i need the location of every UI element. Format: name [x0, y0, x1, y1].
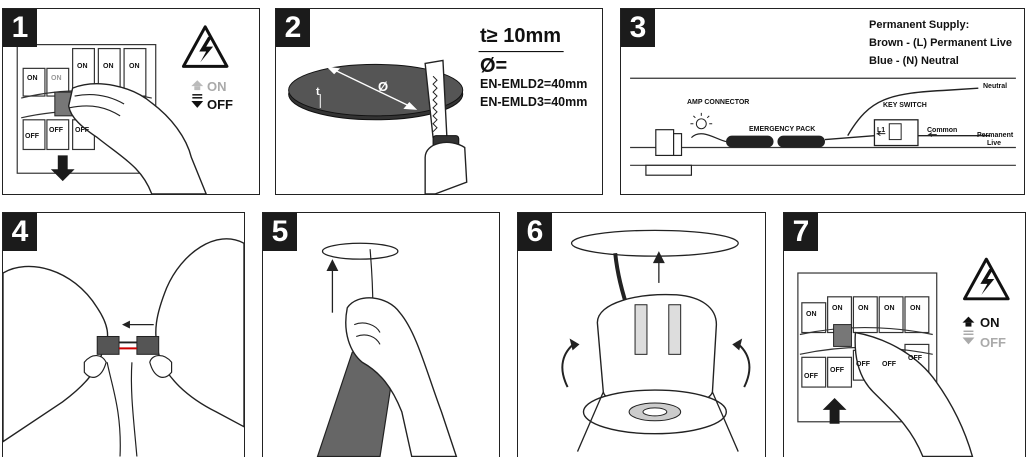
step-number: 5 — [263, 213, 297, 251]
key-switch-label: KEY SWITCH — [883, 102, 927, 109]
down-arrow-icon — [191, 101, 204, 108]
on-legend: ON — [980, 315, 1000, 330]
up-arrow-icon — [962, 316, 975, 323]
off-legend: OFF — [980, 335, 1006, 350]
hole-diameter-label: Ø= — [480, 55, 508, 77]
step-number: 3 — [621, 9, 655, 47]
ceiling-cutout-illustration — [288, 50, 564, 194]
common-label: Common — [927, 127, 958, 134]
switch-label: OFF — [882, 361, 896, 368]
switch-label: ON — [51, 75, 62, 82]
switch-label: ON — [884, 305, 895, 312]
connector-joining-illustration — [3, 238, 244, 457]
switch-label: OFF — [804, 373, 818, 380]
switch-label: ON — [129, 63, 140, 70]
model-size-1: EN-EMLD2=40mm — [480, 77, 588, 91]
switch-label: ON — [806, 311, 817, 318]
emergency-pack-label: EMERGENCY PACK — [749, 126, 816, 133]
neutral-label: Neutral — [983, 83, 1008, 90]
circuit-breaker-illustration — [16, 25, 229, 194]
switch-label: ON — [832, 305, 843, 312]
step-number: 4 — [3, 213, 37, 251]
supply-blue: Blue - (N) Neutral — [869, 55, 959, 67]
switch-label: OFF — [75, 127, 89, 134]
step-number: 1 — [3, 9, 37, 47]
step-5-panel: 5 — [262, 212, 500, 457]
switch-label: OFF — [856, 361, 870, 368]
up-arrow-icon — [822, 397, 847, 424]
switch-label: ON — [858, 305, 869, 312]
rotate-arrow-icon — [732, 338, 743, 351]
step-3-panel: 3 Permanent Supply: Brown - (L) Permanen… — [620, 8, 1025, 195]
step-4-panel: 4 — [2, 212, 245, 457]
step-number: 2 — [276, 9, 310, 47]
thickness-symbol: t — [316, 86, 320, 98]
wiring-diagram — [630, 77, 1016, 176]
switch-label: ON — [77, 63, 88, 70]
electric-warning-icon — [963, 257, 1010, 301]
l1-label: L1 — [877, 127, 886, 134]
downlight-install-illustration — [561, 229, 751, 452]
supply-title: Permanent Supply: — [869, 19, 970, 31]
switch-label: ON — [27, 75, 38, 82]
switch-label: ON — [103, 63, 114, 70]
switch-label: OFF — [25, 133, 39, 140]
amp-connector-label: AMP CONNECTOR — [687, 99, 750, 106]
switch-label: ON — [910, 305, 921, 312]
down-arrow-icon — [50, 155, 75, 182]
switch-label: OFF — [49, 127, 63, 134]
thickness-label: t≥ 10mm — [480, 25, 562, 47]
step-7-panel: 7 ON ON ON ON ON OFF OFF OFF OFF OFF ON … — [783, 212, 1026, 457]
on-legend: ON — [207, 79, 227, 94]
diameter-symbol: Ø — [378, 79, 389, 94]
switch-label: OFF — [908, 355, 922, 362]
electric-warning-icon — [181, 25, 229, 68]
rotate-arrow-icon — [569, 338, 580, 351]
step-1-panel: 1 ON ON ON ON ON OFF OFF OFF ON OFF — [2, 8, 260, 195]
permanent-live-label: Live — [987, 140, 1002, 147]
permanent-live-label: Permanent — [977, 132, 1014, 139]
down-arrow-icon — [962, 337, 975, 345]
cable-feed-illustration — [316, 242, 458, 457]
model-size-2: EN-EMLD3=40mm — [480, 95, 588, 109]
step-number: 7 — [784, 213, 818, 251]
circuit-breaker-illustration — [797, 257, 1010, 457]
step-number: 6 — [518, 213, 552, 251]
up-arrow-icon — [191, 80, 204, 87]
step-2-panel: 2 t Ø t≥ 10mm Ø= EN-EMLD2=40mm EN-EMLD3=… — [275, 8, 603, 195]
off-legend: OFF — [207, 97, 233, 112]
step-6-panel: 6 — [517, 212, 766, 457]
supply-brown: Brown - (L) Permanent Live — [869, 37, 1013, 49]
switch-label: OFF — [830, 367, 844, 374]
